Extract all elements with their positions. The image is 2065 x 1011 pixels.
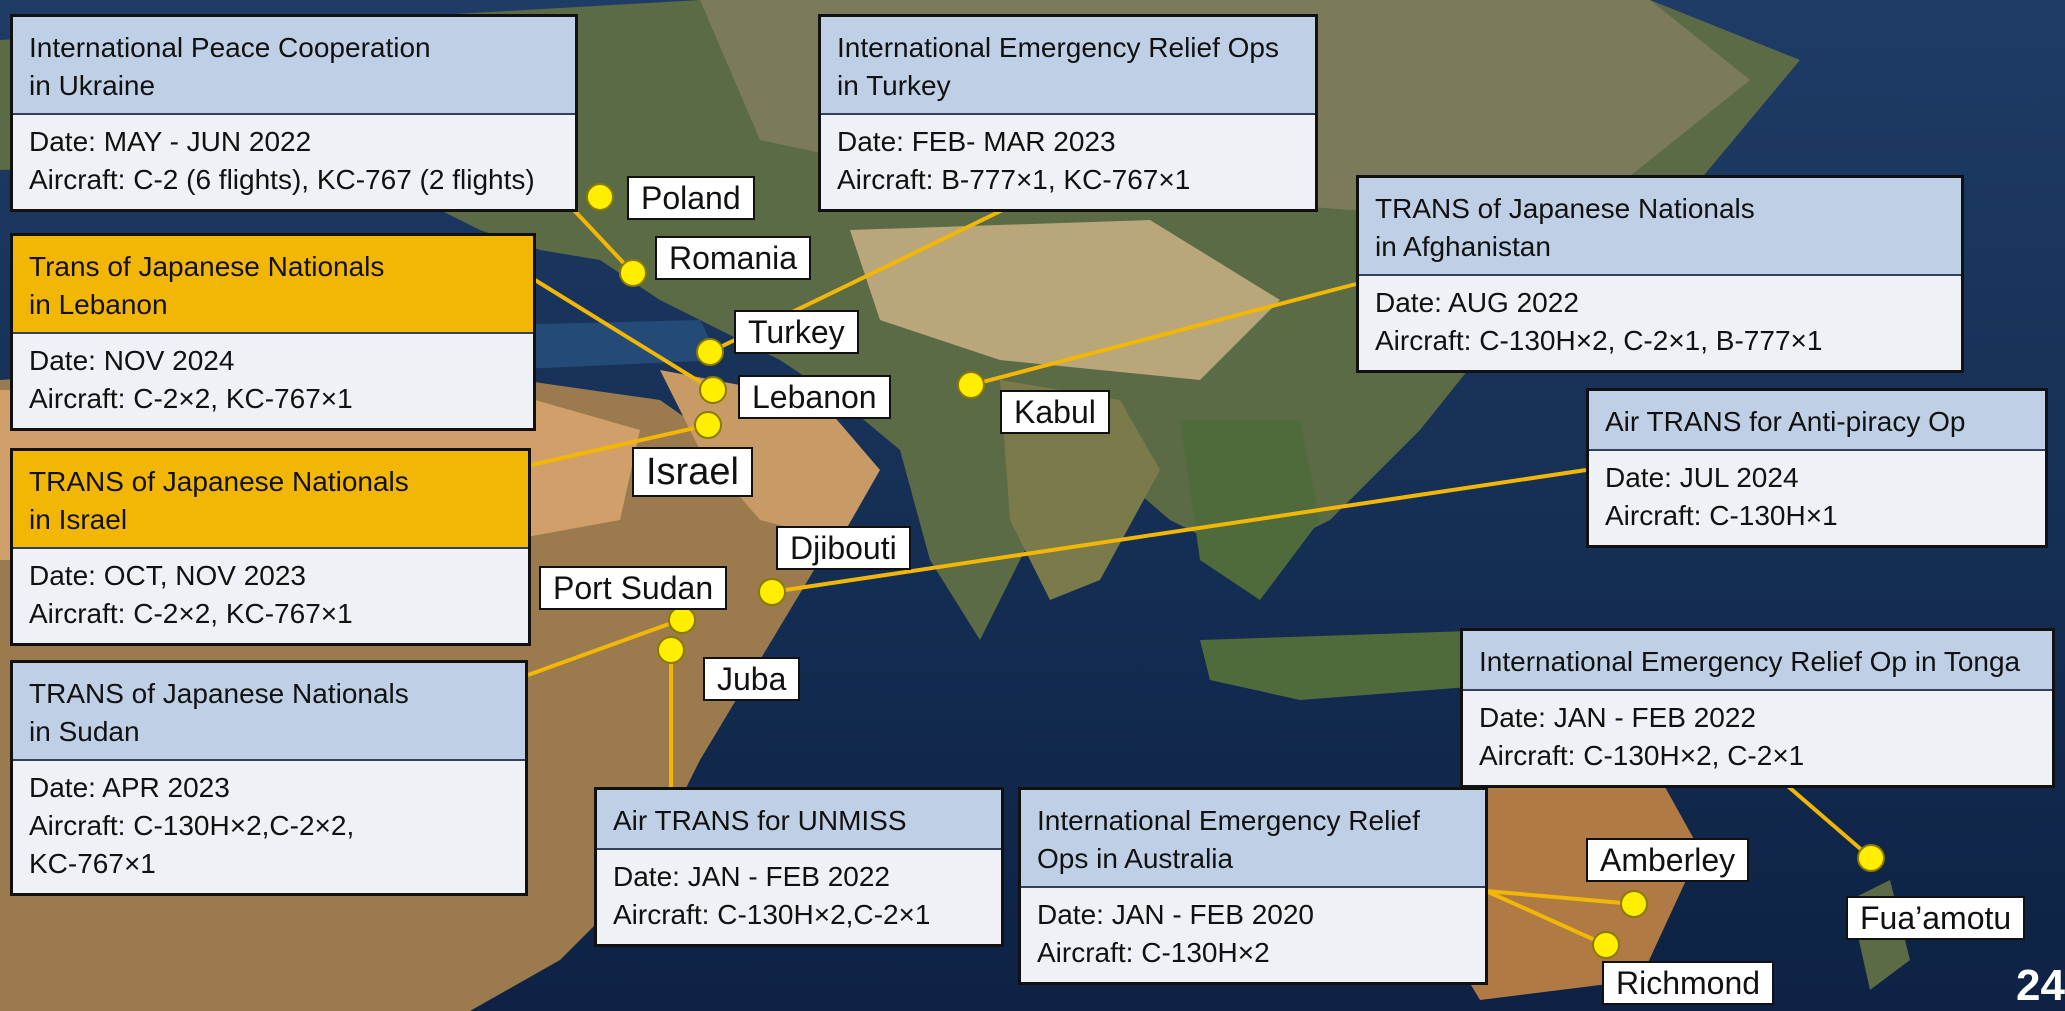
- card-afghanistan: TRANS of Japanese Nationals in Afghanist…: [1356, 175, 1964, 373]
- card-details: Date: APR 2023 Aircraft: C-130H×2,C-2×2,…: [29, 772, 355, 879]
- card-title: International Peace Cooperation in Ukrai…: [13, 17, 575, 115]
- place-label-djibouti: Djibouti: [776, 526, 911, 570]
- place-label-amberley: Amberley: [1586, 838, 1750, 882]
- card-australia: International Emergency Relief Ops in Au…: [1018, 787, 1488, 985]
- place-label-romania: Romania: [655, 236, 812, 280]
- place-label-richmond: Richmond: [1602, 961, 1775, 1005]
- card-title: TRANS of Japanese Nationals in Israel: [13, 451, 528, 549]
- card-details: Date: JAN - FEB 2022 Aircraft: C-130H×2,…: [613, 861, 931, 930]
- card-israel: TRANS of Japanese Nationals in Israel Da…: [10, 448, 531, 646]
- card-details: Date: JUL 2024 Aircraft: C-130H×1: [1605, 462, 1838, 531]
- place-label-israel: Israel: [632, 447, 753, 497]
- place-label-turkey: Turkey: [734, 310, 859, 354]
- page-number: 24: [2016, 961, 2065, 1010]
- card-details: Date: OCT, NOV 2023 Aircraft: C-2×2, KC-…: [29, 560, 353, 629]
- place-label-port-sudan: Port Sudan: [539, 566, 728, 610]
- card-title: Trans of Japanese Nationals in Lebanon: [13, 236, 533, 334]
- place-label-lebanon: Lebanon: [738, 375, 891, 419]
- card-details: Date: JAN - FEB 2020 Aircraft: C-130H×2: [1037, 899, 1315, 968]
- card-details: Date: FEB- MAR 2023 Aircraft: B-777×1, K…: [837, 126, 1191, 195]
- card-details: Date: JAN - FEB 2022 Aircraft: C-130H×2,…: [1479, 702, 1805, 771]
- place-label-juba: Juba: [703, 657, 801, 701]
- card-title: TRANS of Japanese Nationals in Afghanist…: [1359, 178, 1961, 276]
- card-details: Date: MAY - JUN 2022 Aircraft: C-2 (6 fl…: [29, 126, 535, 195]
- place-label-poland: Poland: [627, 176, 755, 220]
- card-title: TRANS of Japanese Nationals in Sudan: [13, 663, 525, 761]
- card-title: International Emergency Relief Ops in Tu…: [821, 17, 1315, 115]
- card-tonga: International Emergency Relief Op in Ton…: [1460, 628, 2055, 788]
- card-unmiss: Air TRANS for UNMISS Date: JAN - FEB 202…: [594, 787, 1004, 947]
- card-title: International Emergency Relief Op in Ton…: [1463, 631, 2052, 691]
- card-title: Air TRANS for Anti-piracy Op: [1589, 391, 2045, 451]
- card-details: Date: AUG 2022 Aircraft: C-130H×2, C-2×1…: [1375, 287, 1823, 356]
- card-sudan: TRANS of Japanese Nationals in Sudan Dat…: [10, 660, 528, 896]
- card-ukraine: International Peace Cooperation in Ukrai…: [10, 14, 578, 212]
- card-lebanon: Trans of Japanese Nationals in Lebanon D…: [10, 233, 536, 431]
- place-label-kabul: Kabul: [1000, 390, 1110, 434]
- card-antipiracy: Air TRANS for Anti-piracy Op Date: JUL 2…: [1586, 388, 2048, 548]
- place-label-fuaamotu: Fua’amotu: [1846, 896, 2026, 940]
- card-details: Date: NOV 2024 Aircraft: C-2×2, KC-767×1: [29, 345, 353, 414]
- card-title: International Emergency Relief Ops in Au…: [1021, 790, 1485, 888]
- card-title: Air TRANS for UNMISS: [597, 790, 1001, 850]
- card-turkey: International Emergency Relief Ops in Tu…: [818, 14, 1318, 212]
